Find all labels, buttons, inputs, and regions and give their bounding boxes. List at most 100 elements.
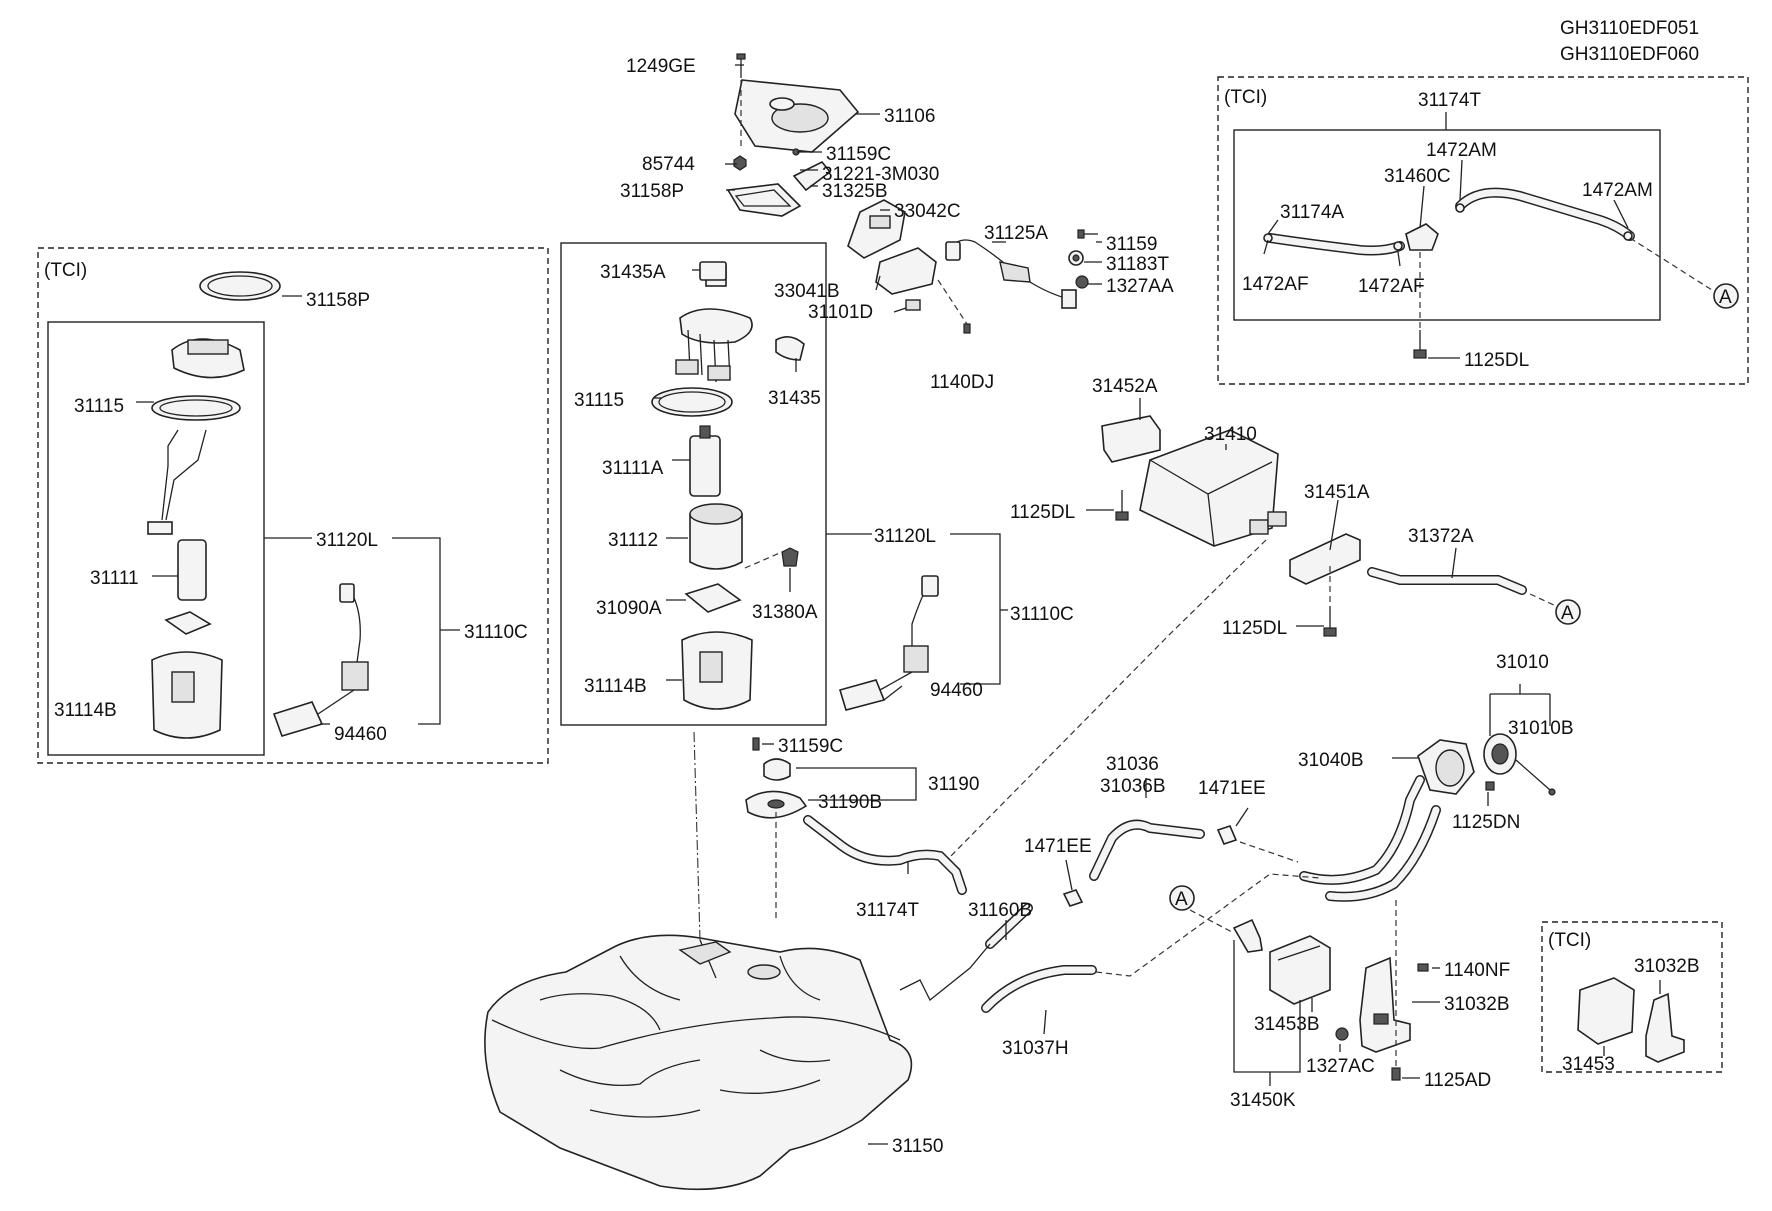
- label-31159c-low: 31159C: [778, 736, 843, 757]
- harness-bracket-33042c: [847, 199, 906, 259]
- pump-31111-tci: [177, 539, 207, 601]
- bolt-1249ge: [736, 53, 746, 78]
- callout-labels: 1249GE 31106 85744 31159C 31221-3M030 31…: [54, 56, 1700, 1157]
- label-1140nf: 1140NF: [1444, 960, 1510, 981]
- label-85744: 85744: [642, 154, 695, 175]
- tci-left-dashed-box: [37, 247, 549, 764]
- valve-31190b: [745, 790, 808, 819]
- bracket-31452a: [1101, 415, 1161, 463]
- label-31114b-main: 31114B: [584, 676, 647, 697]
- label-31120l-main: 31120L: [874, 526, 936, 547]
- label-31037h: 31037H: [1002, 1038, 1069, 1059]
- tci-bottom-right-label: (TCI): [1548, 930, 1591, 951]
- hose-31037h: [981, 965, 1097, 1013]
- clamp-1471ee-2: [1062, 889, 1084, 907]
- fuel-tank-31150: [484, 934, 991, 1191]
- fuel-pump-cover-plate: [734, 79, 860, 153]
- reservoir-31114b-main: [681, 631, 753, 710]
- tci-top-right-inner-box: [1233, 129, 1661, 321]
- label-1472am-1: 1472AM: [1426, 140, 1497, 161]
- label-31101d: 31101D: [808, 302, 873, 323]
- sender-94460-main: [838, 575, 939, 711]
- gasket-31158p-main: [726, 183, 802, 217]
- valve-31460c: [1405, 223, 1439, 251]
- label-31159c-top: 31159C: [826, 144, 891, 165]
- bolt-1140nf: [1417, 963, 1429, 972]
- label-1472af-2: 1472AF: [1358, 276, 1425, 297]
- label-31158p-main: 31158P: [620, 181, 684, 202]
- label-33042c: 33042C: [894, 201, 961, 222]
- label-31115-main: 31115: [574, 390, 624, 411]
- reservoir-31114b-tci: [151, 651, 223, 739]
- pump-assembly-box: [560, 242, 827, 726]
- box-31453b: [1269, 935, 1331, 1005]
- label-31120l-tci: 31120L: [316, 530, 378, 551]
- filler-pipe-31160b: [985, 903, 1033, 949]
- label-31453b: 31453B: [1254, 1014, 1320, 1035]
- label-31010b: 31010B: [1508, 718, 1574, 739]
- label-1327aa: 1327AA: [1106, 276, 1174, 297]
- label-31325b: 31325B: [822, 181, 888, 202]
- label-31110c-main: 31110C: [1010, 604, 1074, 625]
- marker-a-tci: A: [1713, 283, 1739, 309]
- tci-bottom-right-dashed-box: [1541, 921, 1723, 1073]
- label-31111a: 31111A: [602, 458, 664, 479]
- label-31040b: 31040B: [1298, 750, 1364, 771]
- label-31150: 31150: [892, 1136, 943, 1157]
- tank-centerline: [693, 731, 701, 941]
- bracket-31032b: [1359, 956, 1411, 1053]
- leader-dash: [1529, 593, 1557, 607]
- connector-33041b: [875, 247, 937, 295]
- hose-31174a: [1265, 233, 1405, 256]
- bolt-1125dl-1: [1115, 490, 1129, 521]
- hose-31174t-tci: [1455, 187, 1635, 241]
- diagram-code-1: GH3110EDF051: [1560, 18, 1699, 39]
- label-1140dj: 1140DJ: [930, 372, 994, 393]
- marker-a-lower: A: [1169, 885, 1195, 911]
- filler-neck-31040b: [1299, 739, 1475, 902]
- label-31174t: 31174T: [856, 900, 919, 921]
- sender-94460-tci: [272, 583, 369, 737]
- label-31451a: 31451A: [1304, 482, 1370, 503]
- bracket-31325b: [792, 148, 832, 192]
- label-1125dl-2: 1125DL: [1222, 618, 1287, 639]
- label-31221: 31221-3M030: [822, 164, 939, 185]
- label-1472af-1: 1472AF: [1242, 274, 1309, 295]
- hose-31036b: [1089, 819, 1205, 881]
- bolt-1125dl-tci: [1413, 330, 1427, 359]
- label-31190b: 31190B: [818, 792, 882, 813]
- hose-31174t: [803, 815, 967, 895]
- o-ring-31115-tci: [151, 395, 241, 421]
- bolt-1125dl-2: [1323, 606, 1337, 637]
- leader-dash: [744, 551, 783, 569]
- label-31010: 31010: [1496, 652, 1549, 673]
- cap-31010b: [1483, 733, 1556, 796]
- label-31435a: 31435A: [600, 262, 666, 283]
- seat-tci: [164, 611, 212, 635]
- label-94460-main: 94460: [930, 680, 983, 701]
- tci-left-label: (TCI): [44, 260, 87, 281]
- svg-text:A: A: [1719, 287, 1732, 308]
- nut-1327aa: [1075, 275, 1089, 289]
- leader-dash: [1189, 909, 1233, 933]
- leader-dash: [937, 279, 968, 325]
- label-31460c: 31460C: [1384, 166, 1451, 187]
- label-31112: 31112: [608, 530, 658, 551]
- leader-dash: [1239, 841, 1299, 863]
- label-1125ad: 1125AD: [1424, 1070, 1491, 1091]
- label-31380a: 31380A: [752, 602, 818, 623]
- plate-31090a: [684, 583, 742, 613]
- label-31032b-tci: 31032B: [1634, 956, 1700, 977]
- label-31452a: 31452A: [1092, 376, 1158, 397]
- hose-31372a: [1367, 567, 1527, 595]
- label-94460-tci: 94460: [334, 724, 387, 745]
- valve-31380a: [781, 547, 799, 567]
- leader-lines: [136, 64, 1661, 1145]
- label-31158p-tci: 31158P: [306, 290, 370, 311]
- svg-text:A: A: [1175, 889, 1188, 910]
- clamp-1471ee-1: [1216, 825, 1238, 845]
- nut-85744: [733, 155, 747, 171]
- label-1471ee-1: 1471EE: [1198, 778, 1266, 799]
- label-31111: 31111: [90, 568, 139, 589]
